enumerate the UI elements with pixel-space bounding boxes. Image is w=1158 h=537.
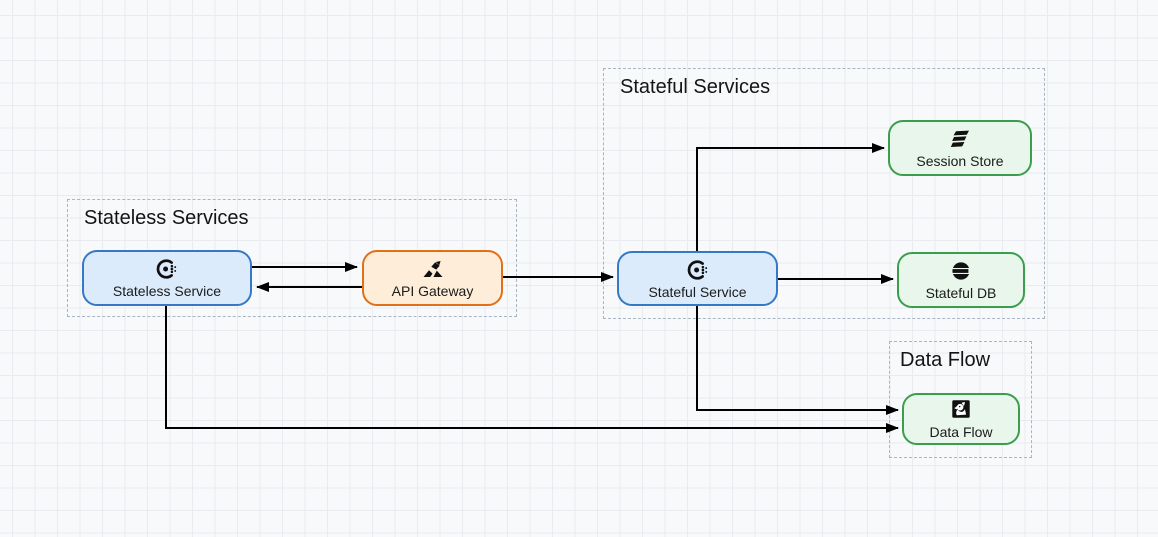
database-icon bbox=[949, 259, 973, 283]
node-data-flow[interactable]: Data Flow bbox=[902, 393, 1020, 445]
node-label: Stateless Service bbox=[112, 283, 222, 300]
kong-icon bbox=[421, 257, 445, 281]
node-label: Data Flow bbox=[929, 424, 993, 441]
consul-icon bbox=[155, 257, 179, 281]
node-label: Stateful Service bbox=[648, 283, 747, 300]
node-label: API Gateway bbox=[391, 283, 474, 300]
node-api-gateway[interactable]: API Gateway bbox=[362, 250, 503, 306]
group-title-data-flow: Data Flow bbox=[900, 349, 991, 371]
group-title-stateless-services: Stateless Services bbox=[84, 207, 249, 229]
node-stateful-service[interactable]: Stateful Service bbox=[617, 251, 778, 306]
datadog-icon bbox=[950, 398, 972, 422]
edge-stateless-to-data-flow bbox=[165, 306, 899, 433]
group-title-stateful-services: Stateful Services bbox=[620, 76, 771, 98]
node-session-store[interactable]: Session Store bbox=[888, 120, 1032, 176]
node-stateless-service[interactable]: Stateless Service bbox=[82, 250, 252, 306]
consul-icon bbox=[686, 258, 710, 282]
node-label: Stateful DB bbox=[925, 285, 997, 302]
node-label: Session Store bbox=[916, 153, 1004, 170]
edge-stateful-to-data-flow bbox=[696, 306, 899, 415]
stacked-bars-icon bbox=[948, 127, 972, 151]
node-stateful-db[interactable]: Stateful DB bbox=[897, 252, 1025, 308]
